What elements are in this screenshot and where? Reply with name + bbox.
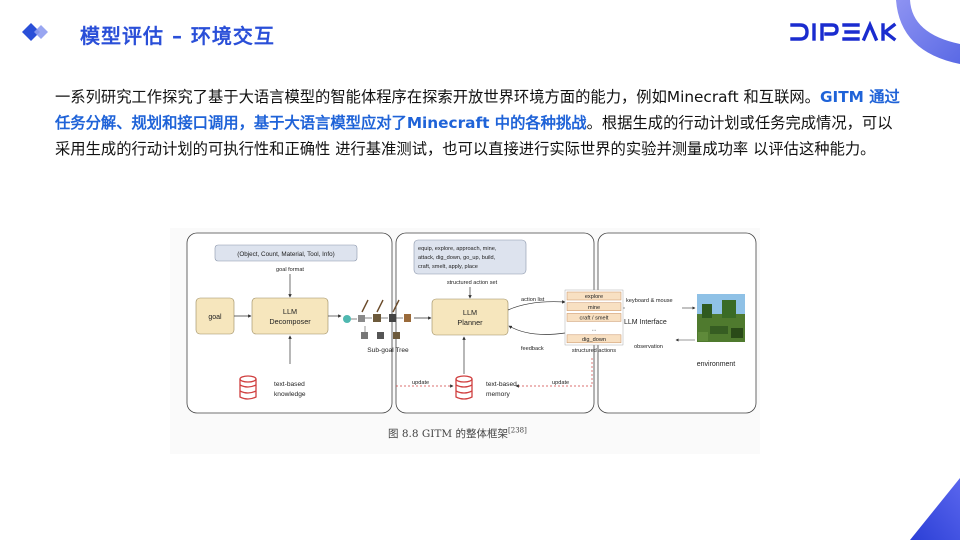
action-item-box	[566, 291, 622, 301]
planner-line1: LLM	[463, 308, 477, 317]
figure-caption-ref: [238]	[508, 426, 527, 435]
corner-decoration-bottom	[910, 478, 960, 540]
info-box	[214, 244, 358, 262]
info-box-label: (Object, Count, Material, Tool, Info)	[237, 251, 335, 258]
action-item-box	[566, 334, 622, 344]
action-set-line2: attack, dig_down, go_up, build,	[418, 255, 496, 261]
action-item-label: ...	[592, 326, 597, 332]
memory-line2: memory	[486, 391, 511, 398]
knowledge-line1: text-based	[274, 381, 305, 388]
body-paragraph: 一系列研究工作探究了基于大语言模型的智能体程序在探索开放世界环境方面的能力，例如…	[55, 84, 905, 162]
action-list-label: action list	[521, 297, 545, 303]
action-set-line3: craft, smelt, apply, place	[418, 264, 478, 270]
decomposer-box	[251, 297, 329, 335]
database-icon	[239, 375, 257, 400]
update-left-label: update	[412, 380, 429, 386]
update-right-label: update	[552, 380, 569, 386]
action-item-label: dig_down	[582, 337, 606, 343]
structured-actions-label: structured actions	[572, 348, 616, 354]
observation-label: observation	[634, 344, 663, 350]
memory-line1: text-based	[486, 381, 517, 388]
decomposer-line1: LLM	[283, 307, 297, 316]
llm-interface-label: LLM Interface	[624, 319, 667, 326]
paragraph-text-continued: 。根据生成的行动计划或任务完成情况，可以采用生成的行动计划的可执行性和正确性 进…	[55, 114, 893, 158]
planner-box	[431, 298, 509, 336]
dipeak-logo	[790, 21, 897, 42]
subgoal-tree-icon	[343, 299, 411, 339]
planner-line2: Planner	[457, 318, 483, 327]
figure-caption: 图 8.8 GITM 的整体框架[238]	[388, 426, 527, 441]
minecraft-environment-image	[697, 294, 745, 342]
feedback-label: feedback	[521, 346, 544, 352]
action-item-label: mine	[588, 305, 600, 311]
action-item-box	[566, 313, 622, 322]
action-item-box	[566, 302, 622, 311]
action-item-label: explore	[585, 294, 603, 300]
knowledge-line2: knowledge	[274, 391, 306, 398]
gitm-framework-figure: (Object, Count, Material, Tool, Info) go…	[170, 228, 760, 454]
action-set-box	[413, 239, 527, 275]
paragraph-highlight: GITM 通过任务分解、规划和接口调用，基于大语言模型应对了Minecraft …	[55, 88, 900, 132]
gitm-diagram: (Object, Count, Material, Tool, Info) go…	[186, 232, 757, 414]
double-diamond-icon	[22, 23, 48, 41]
structured-action-set-label: structured action set	[447, 280, 498, 286]
database-icon	[455, 375, 473, 400]
decomposer-line2: Decomposer	[269, 317, 311, 326]
action-item-label: craft / smelt	[580, 316, 609, 322]
keyboard-mouse-label: keyboard & mouse	[626, 298, 673, 304]
figure-caption-text: 图 8.8 GITM 的整体框架	[388, 428, 509, 440]
corner-decoration-top	[896, 0, 960, 64]
action-set-line1: equip, explore, approach, mine,	[418, 246, 497, 252]
subgoal-tree-label: Sub-goal Tree	[367, 347, 409, 354]
goal-label: goal	[208, 314, 222, 321]
goal-format-label: goal format	[276, 267, 304, 273]
environment-label: environment	[697, 361, 736, 368]
paragraph-text: 一系列研究工作探究了基于大语言模型的智能体程序在探索开放世界环境方面的能力，例如…	[55, 88, 820, 106]
page-title: 模型评估 – 环境交互	[80, 24, 275, 48]
